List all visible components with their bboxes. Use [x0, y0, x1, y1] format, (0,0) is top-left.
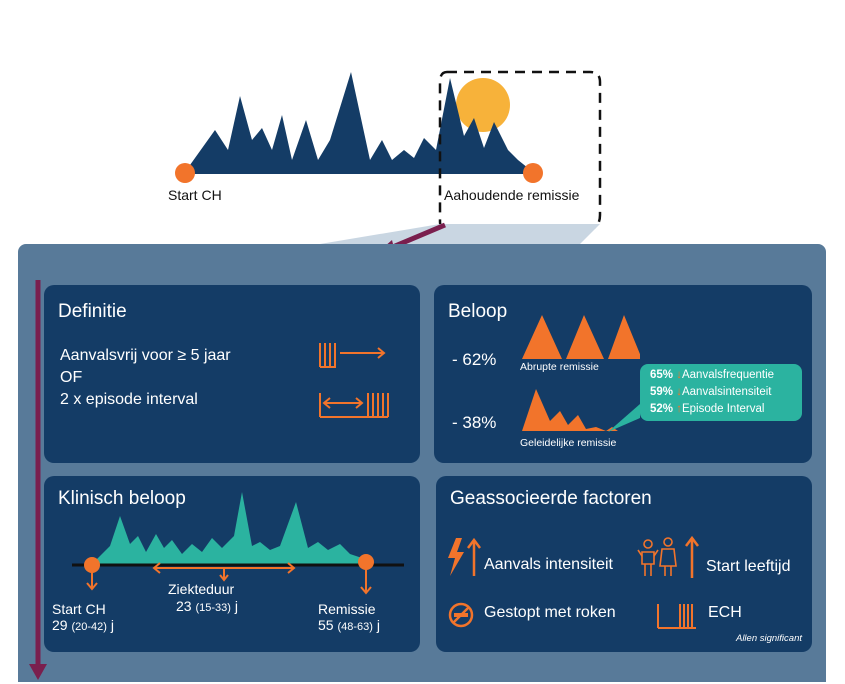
gradual-label: Geleidelijke remissie [520, 437, 617, 449]
gradual-percentage: - 38% [452, 413, 497, 432]
zoom-funnel [320, 224, 600, 244]
definitie-line1: Aanvalsvrij voor ≥ 5 jaar [60, 347, 231, 364]
factor-gestopt-met-roken: Gestopt met roken [484, 604, 616, 621]
remission-callout: 65% ↓Aanvalsfrequentie 59% ↓Aanvalsinten… [640, 364, 802, 421]
teal-mountains [92, 492, 374, 564]
klinisch-start-label: Start CH [52, 601, 106, 617]
definitie-line2: OF [60, 369, 83, 386]
vertical-timeline-arrow [29, 280, 47, 680]
abrupt-percentage: - 62% [452, 350, 497, 369]
factoren-title: Geassocieerde factoren [450, 488, 652, 509]
definitie-card: Definitie Aanvalsvrij voor ≥ 5 jaar OF 2… [44, 285, 420, 463]
abrupt-label: Abrupte remissie [520, 361, 599, 373]
timeline-illustration [175, 70, 602, 244]
remission-shapes [522, 315, 640, 431]
remissie-value: 55 (48-63) j [318, 617, 380, 633]
beloop-title: Beloop [448, 301, 508, 322]
age-people-icon [637, 535, 699, 578]
ech-icon [657, 604, 696, 629]
ziekteduur-value: 23 (15-33) j [176, 598, 238, 614]
callout-row-2: 59% ↓Aanvalsintensiteit [650, 386, 772, 398]
no-smoking-icon [448, 602, 474, 628]
end-dot [523, 163, 543, 183]
timeline-end-label: Aahoudende remissie [444, 187, 580, 203]
ziekteduur-label: Ziekteduur [168, 581, 235, 597]
lightning-icon [448, 537, 481, 576]
timeline-start-label: Start CH [168, 187, 222, 203]
klinisch-start-dot [84, 557, 100, 573]
factor-start-leeftijd: Start leeftijd [706, 558, 791, 575]
klinisch-start-value: 29 (20-42) j [52, 617, 114, 633]
abrupt-remission-shape [522, 315, 640, 359]
callout-pointer [608, 404, 640, 432]
definitie-line3: 2 x episode interval [60, 391, 198, 408]
attack-interval-icons [319, 343, 389, 418]
factoren-card: Geassocieerde factoren Aanvals intensite… [436, 476, 812, 652]
klinisch-timeline [72, 492, 404, 595]
gradual-remission-shape [522, 389, 618, 431]
klinisch-card: Klinisch beloop Start CH 29 (20-42) j Zi… [44, 476, 420, 652]
klinisch-end-dot [358, 554, 374, 570]
callout-row-3: 52% ↑Episode Interval [650, 403, 765, 415]
definitie-title: Definitie [58, 301, 127, 322]
sun-icon [456, 78, 510, 132]
factoren-footnote: Allen significant [735, 633, 802, 644]
mountain-range [185, 72, 533, 172]
factor-ech: ECH [708, 604, 742, 621]
callout-row-1: 65% ↓Aanvalsfrequentie [650, 369, 775, 381]
remissie-label: Remissie [318, 601, 376, 617]
factor-aanvals-intensiteit: Aanvals intensiteit [484, 556, 613, 573]
klinisch-title: Klinisch beloop [58, 488, 186, 509]
zoom-arrow [393, 222, 446, 244]
start-dot [175, 163, 195, 183]
